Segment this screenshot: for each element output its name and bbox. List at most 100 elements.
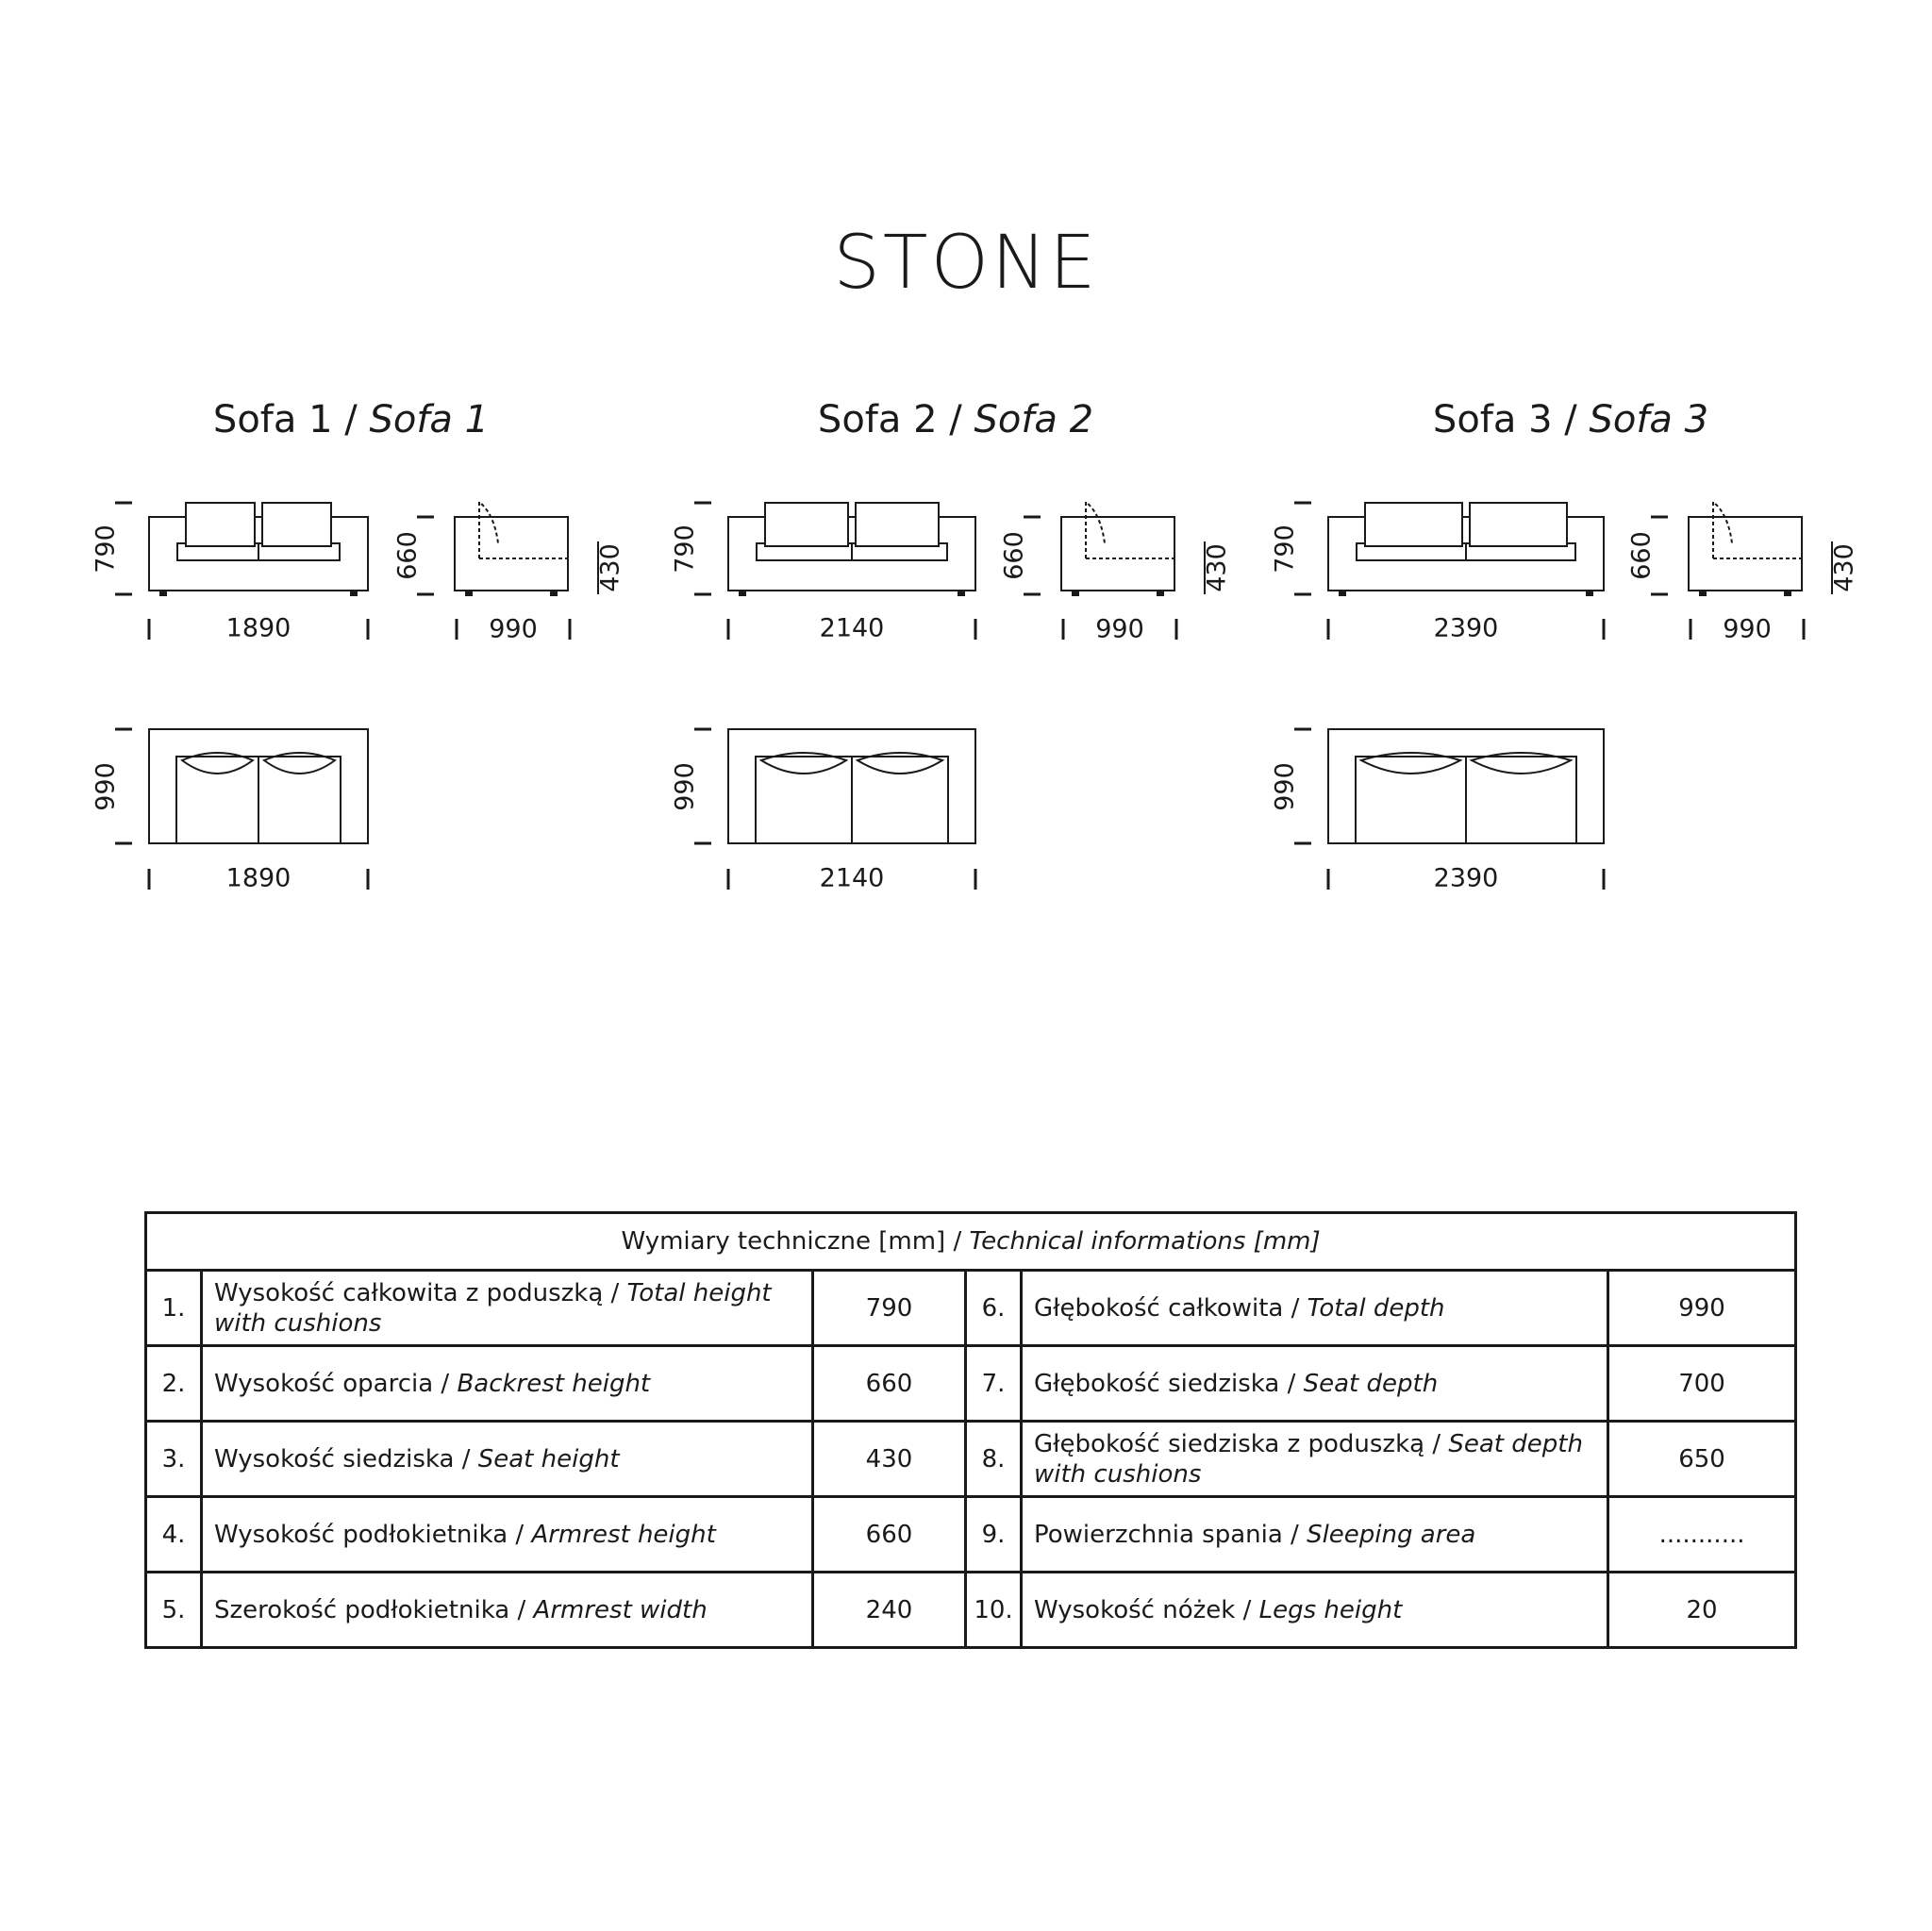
sofa-1-top-depth-label: 990 — [92, 762, 121, 811]
sofa-3-front-cushion-left — [1364, 502, 1463, 547]
sofa-3-top-cushion-1 — [1358, 752, 1463, 774]
sofa-1-top-cushion-1 — [180, 752, 255, 774]
sofa-3-front-width-label: 2390 — [1434, 614, 1499, 643]
row-number: 6. — [964, 1269, 1023, 1347]
row-label: Wysokość nóżek / Legs height — [1020, 1571, 1609, 1649]
row-label: Wysokość siedziska / Seat height — [200, 1420, 814, 1498]
sofa-2-top-cushion-1 — [758, 752, 849, 774]
label-pl: Wysokość oparcia / — [214, 1369, 450, 1398]
label-pl: Wysokość siedziska / — [214, 1444, 471, 1473]
label-en: Backrest height — [457, 1369, 651, 1398]
sofa-2-side-leg-front — [1072, 590, 1079, 596]
row-label: Głębokość siedziska z poduszką / Seat de… — [1020, 1420, 1609, 1498]
label-en: Total height with cushions — [214, 1278, 772, 1338]
sofa-3-front-leg-right — [1586, 590, 1593, 596]
row-label: Głębokość całkowita / Total depth — [1020, 1269, 1609, 1347]
row-number: 5. — [144, 1571, 203, 1649]
sofa-2-label-en: Sofa 2 — [974, 398, 1094, 441]
label-en: Seat depth with cushions — [1034, 1429, 1583, 1489]
label-en: Legs height — [1258, 1595, 1403, 1624]
sofa-1-side-leg-front — [465, 590, 473, 596]
table-header-pl: Wymiary techniczne [mm] / — [621, 1227, 962, 1256]
table-row: 4. Wysokość podłokietnika / Armrest heig… — [144, 1495, 1798, 1573]
sofa-1-front-width-label: 1890 — [226, 614, 291, 643]
sofa-2-top-cushion-2 — [855, 752, 945, 774]
row-number: 9. — [964, 1495, 1023, 1573]
page-title: STONE — [833, 221, 1099, 306]
row-value: 660 — [811, 1344, 967, 1423]
row-label: Powierzchnia spania / Sleeping area — [1020, 1495, 1609, 1573]
sofa-3-label: Sofa 3 / — [1432, 398, 1577, 441]
sofa-2-side-backrest — [1085, 499, 1106, 558]
sofa-3-front-leg-left — [1339, 590, 1346, 596]
sofa-1-top-cushion-2 — [262, 752, 337, 774]
sofa-2-front-cushion-left — [764, 502, 849, 547]
spec-table: Wymiary techniczne [mm] / Technical info… — [143, 1211, 1798, 1649]
label-en: Total depth — [1307, 1293, 1445, 1323]
row-value: 990 — [1606, 1269, 1798, 1347]
sofa-1-side-body — [454, 516, 569, 591]
sofa-1-front-cushion-right — [261, 502, 332, 547]
table-row: 3. Wysokość siedziska / Seat height 430 … — [144, 1420, 1798, 1498]
label-pl: Wysokość nóżek / — [1034, 1595, 1252, 1624]
sofa-3-label-en: Sofa 3 — [1589, 398, 1709, 441]
table-row: 1. Wysokość całkowita z poduszką / Total… — [144, 1269, 1798, 1347]
sofa-3-front-cushion-right — [1469, 502, 1568, 547]
sofa-1-title: Sofa 1 / Sofa 1 — [213, 396, 489, 443]
sofa-3-title: Sofa 3 / Sofa 3 — [1433, 396, 1708, 443]
sofa-3-side-seat-label: 430 — [1830, 543, 1859, 592]
label-en: Seat depth — [1303, 1369, 1439, 1398]
sofa-3-front-height-label: 790 — [1271, 524, 1300, 574]
sofa-1-front-body — [148, 516, 369, 591]
row-label: Wysokość całkowita z poduszką / Total he… — [200, 1269, 814, 1347]
sofa-3-side-leg-back — [1784, 590, 1791, 596]
label-pl: Wysokość całkowita z poduszką / — [214, 1278, 620, 1307]
sofa-1-label-en: Sofa 1 — [369, 398, 490, 441]
sofa-1-side-seat-label: 430 — [596, 543, 625, 592]
sofa-3-front-body — [1327, 516, 1605, 591]
row-label: Głębokość siedziska / Seat depth — [1020, 1344, 1609, 1423]
sofa-2-title: Sofa 2 / Sofa 2 — [818, 396, 1093, 443]
sofa-1-top-width-label: 1890 — [226, 864, 291, 893]
label-pl: Głębokość całkowita / — [1034, 1293, 1300, 1323]
label-pl: Wysokość podłokietnika / — [214, 1520, 525, 1549]
row-number: 1. — [144, 1269, 203, 1347]
sofa-1-front-leg-right — [350, 590, 358, 596]
sofa-3-side-leg-front — [1699, 590, 1707, 596]
sofa-2-top-depth-label: 990 — [671, 762, 700, 811]
sofa-2-label: Sofa 2 / — [817, 398, 962, 441]
row-number: 8. — [964, 1420, 1023, 1498]
sofa-1-side-backrest — [478, 499, 499, 558]
sofa-3-top-depth-label: 990 — [1271, 762, 1300, 811]
table-header-row: Wymiary techniczne [mm] / Technical info… — [143, 1211, 1798, 1272]
sofa-2-front-leg-right — [958, 590, 965, 596]
sofa-2-side-backrest-label: 660 — [1000, 531, 1029, 580]
sofa-2-top-width-label: 2140 — [820, 864, 885, 893]
label-en: Armrest height — [531, 1520, 716, 1549]
row-number: 2. — [144, 1344, 203, 1423]
table-header: Wymiary techniczne [mm] / Technical info… — [143, 1211, 1798, 1272]
label-pl: Głębokość siedziska z poduszką / — [1034, 1429, 1441, 1458]
sofa-1-label: Sofa 1 / — [212, 398, 358, 441]
sofa-3-side-backrest — [1712, 499, 1733, 558]
row-label: Wysokość oparcia / Backrest height — [200, 1344, 814, 1423]
label-pl: Głębokość siedziska / — [1034, 1369, 1296, 1398]
sofa-2-front-leg-left — [739, 590, 746, 596]
row-value: 240 — [811, 1571, 967, 1649]
row-label: Wysokość podłokietnika / Armrest height — [200, 1495, 814, 1573]
sofa-1-side-backrest-label: 660 — [393, 531, 423, 580]
sofa-2-front-width-label: 2140 — [820, 614, 885, 643]
label-en: Armrest width — [533, 1595, 708, 1624]
row-value: 430 — [811, 1420, 967, 1498]
sofa-2-side-body — [1060, 516, 1175, 591]
row-value: 650 — [1606, 1420, 1798, 1498]
sofa-2-side-leg-back — [1157, 590, 1164, 596]
sofa-1-front-leg-left — [159, 590, 167, 596]
row-value: 790 — [811, 1269, 967, 1347]
sofa-1-front-cushion-left — [185, 502, 256, 547]
row-value: 660 — [811, 1495, 967, 1573]
row-label: Szerokość podłokietnika / Armrest width — [200, 1571, 814, 1649]
sofa-3-side-depth-label: 990 — [1723, 615, 1772, 644]
sofa-3-side-backrest-label: 660 — [1627, 531, 1657, 580]
